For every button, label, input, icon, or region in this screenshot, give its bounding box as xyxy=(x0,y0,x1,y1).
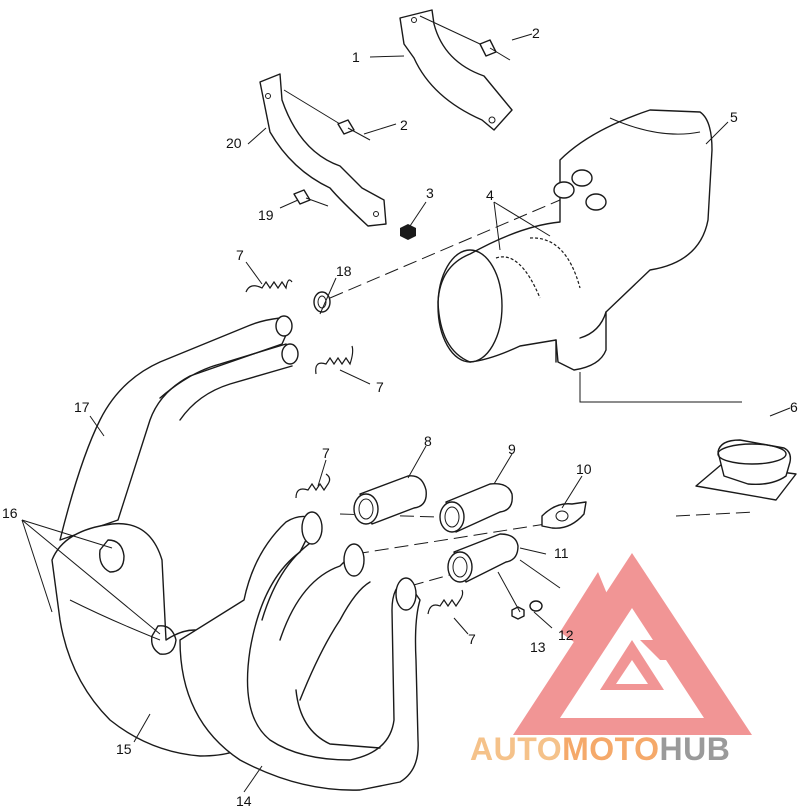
callout-3: 3 xyxy=(426,185,434,201)
watermark-text-auto: AUTO xyxy=(470,731,562,767)
watermark-text-hub: HUB xyxy=(659,731,730,767)
callout-4: 4 xyxy=(486,187,494,203)
callout-13: 13 xyxy=(530,639,546,655)
part-1-bracket xyxy=(399,9,513,131)
part-18-grommet xyxy=(313,291,331,313)
callout-11: 11 xyxy=(554,545,569,561)
callout-9: 9 xyxy=(508,441,516,457)
callout-18: 18 xyxy=(336,263,352,279)
bolt-2a xyxy=(479,39,511,61)
callout-19: 19 xyxy=(258,207,274,223)
part-5-muffler xyxy=(437,109,713,371)
callout-5: 5 xyxy=(730,109,738,125)
callout-17: 17 xyxy=(74,399,90,415)
spring-7c xyxy=(295,473,331,499)
callout-16: 16 xyxy=(2,505,18,521)
part-12-washer xyxy=(529,600,543,612)
bolt-19 xyxy=(293,189,329,207)
callout-12: 12 xyxy=(558,627,574,643)
watermark-text-moto: MOTO xyxy=(562,731,659,767)
callout-1: 1 xyxy=(352,49,360,65)
callout-7b: 7 xyxy=(376,379,384,395)
callout-8: 8 xyxy=(424,433,432,449)
callout-15: 15 xyxy=(116,741,132,757)
callout-7a: 7 xyxy=(236,247,244,263)
callout-2a: 2 xyxy=(532,25,540,41)
watermark-text: AUTOMOTOHUB xyxy=(470,731,730,767)
part-9-coupler xyxy=(439,483,513,533)
part-17-header-pipes xyxy=(59,315,299,541)
part-4-clamps xyxy=(495,237,581,299)
spring-7b xyxy=(315,345,354,375)
callout-10: 10 xyxy=(576,461,592,477)
callout-14: 14 xyxy=(236,793,252,809)
bolt-2b xyxy=(337,119,371,141)
callout-7d: 7 xyxy=(468,631,476,647)
part-14-header xyxy=(179,511,421,791)
spring-7d xyxy=(427,589,464,615)
spring-7a xyxy=(245,279,293,293)
part-20-bracket xyxy=(259,73,387,227)
leader-lines xyxy=(21,33,791,793)
callout-numbers: 1 2 2 3 4 5 6 7 7 7 7 8 9 10 11 12 13 14… xyxy=(2,25,798,809)
part-6-mount xyxy=(695,439,797,501)
callout-6: 6 xyxy=(790,399,798,415)
callout-7c: 7 xyxy=(322,445,330,461)
part-11-coupler xyxy=(447,533,519,583)
callout-2b: 2 xyxy=(400,117,408,133)
part-13-nut xyxy=(511,606,525,620)
watermark-logo xyxy=(513,553,752,735)
part-8-coupler xyxy=(353,475,427,525)
part-10-gasket xyxy=(541,501,587,529)
nut-3 xyxy=(400,224,416,240)
callout-20: 20 xyxy=(226,135,242,151)
